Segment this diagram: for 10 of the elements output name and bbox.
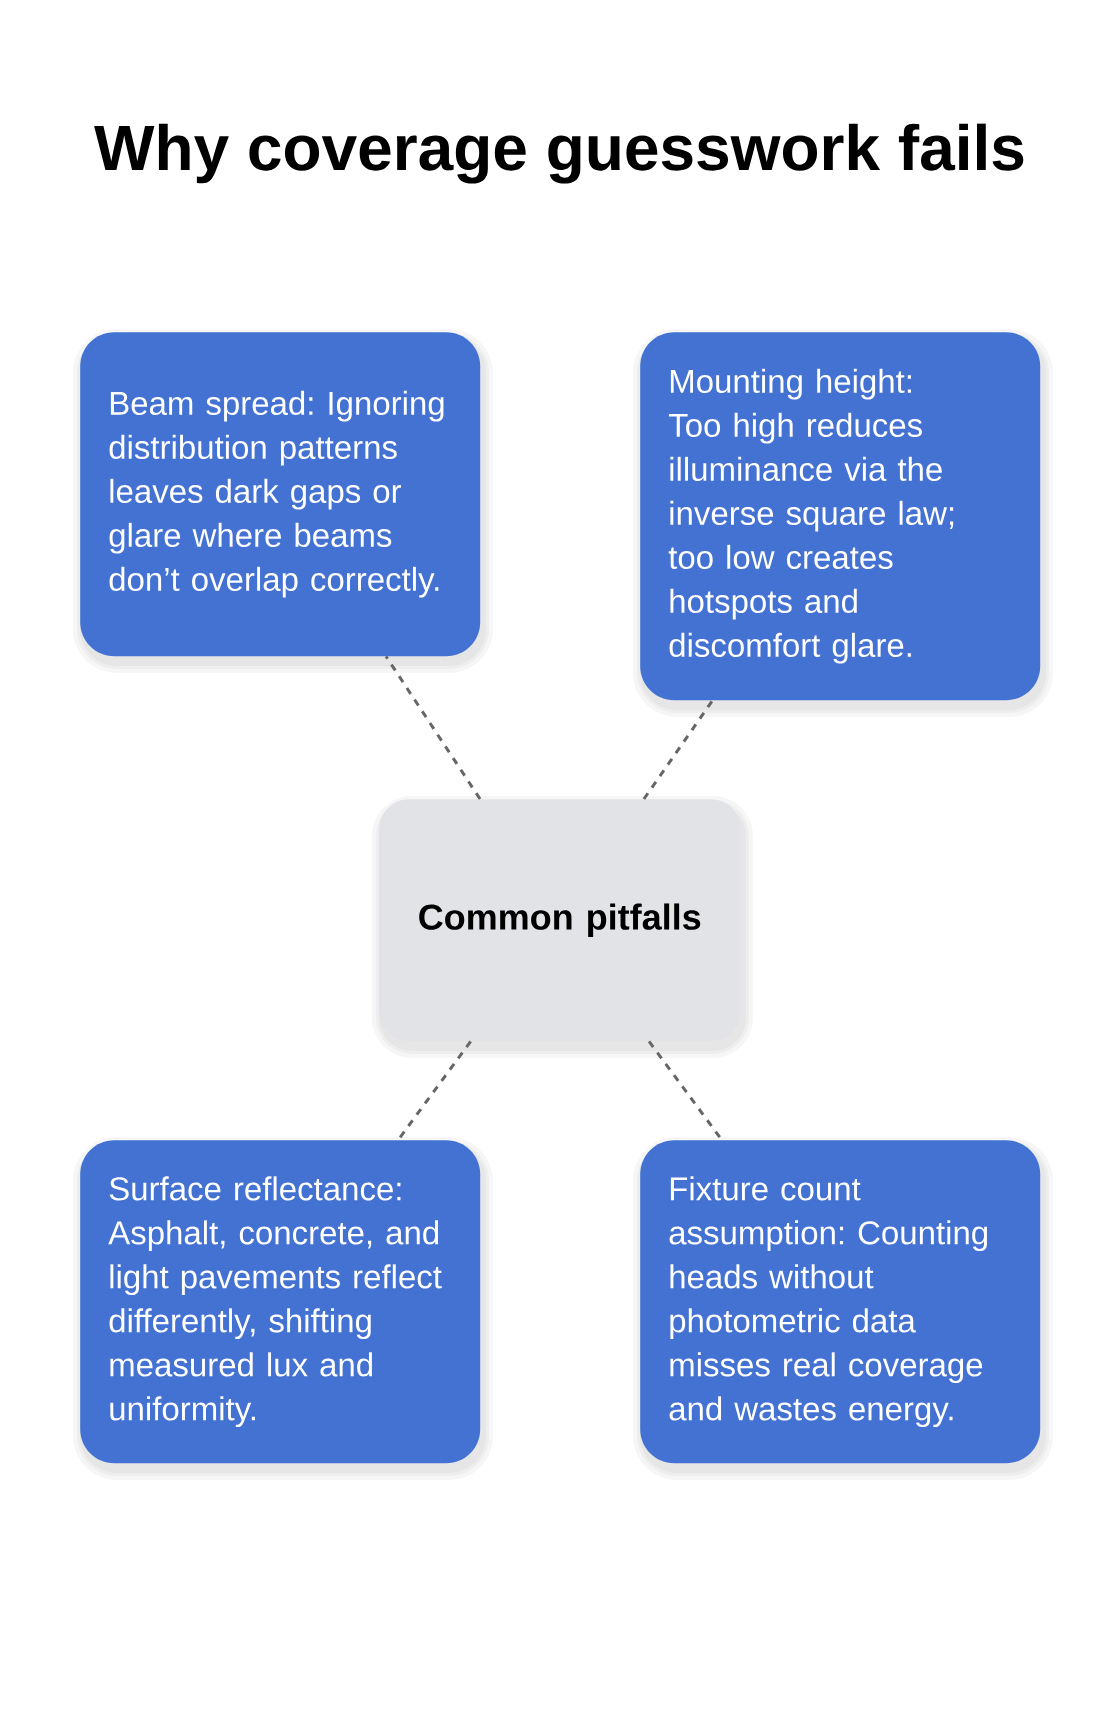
dotted-line [384, 655, 482, 800]
text-card: Mounting height: Too high reduces illuminance via the inverse square law; too low creates hotspots and discomfort glare. [633, 329, 1053, 717]
dotted-line [396, 1040, 472, 1141]
center-box: Common pitfalls [372, 796, 753, 1058]
title: Why coverage guesswork fails [94, 123, 1024, 184]
text-card: Surface reflectance: Asphalt, concrete, and light pavements reflect differently, shifting measured lux and uniformity. [73, 1137, 493, 1480]
dotted-line [647, 1040, 724, 1141]
dotted-line [642, 699, 714, 800]
text-card: Beam spread: Ignoring distribution patterns leaves dark gaps or glare where beams don’t overlap correctly. [73, 329, 493, 673]
text-card: Fixture count assumption: Counting heads without photometric data misses real coverage and wastes energy. [633, 1137, 1053, 1480]
